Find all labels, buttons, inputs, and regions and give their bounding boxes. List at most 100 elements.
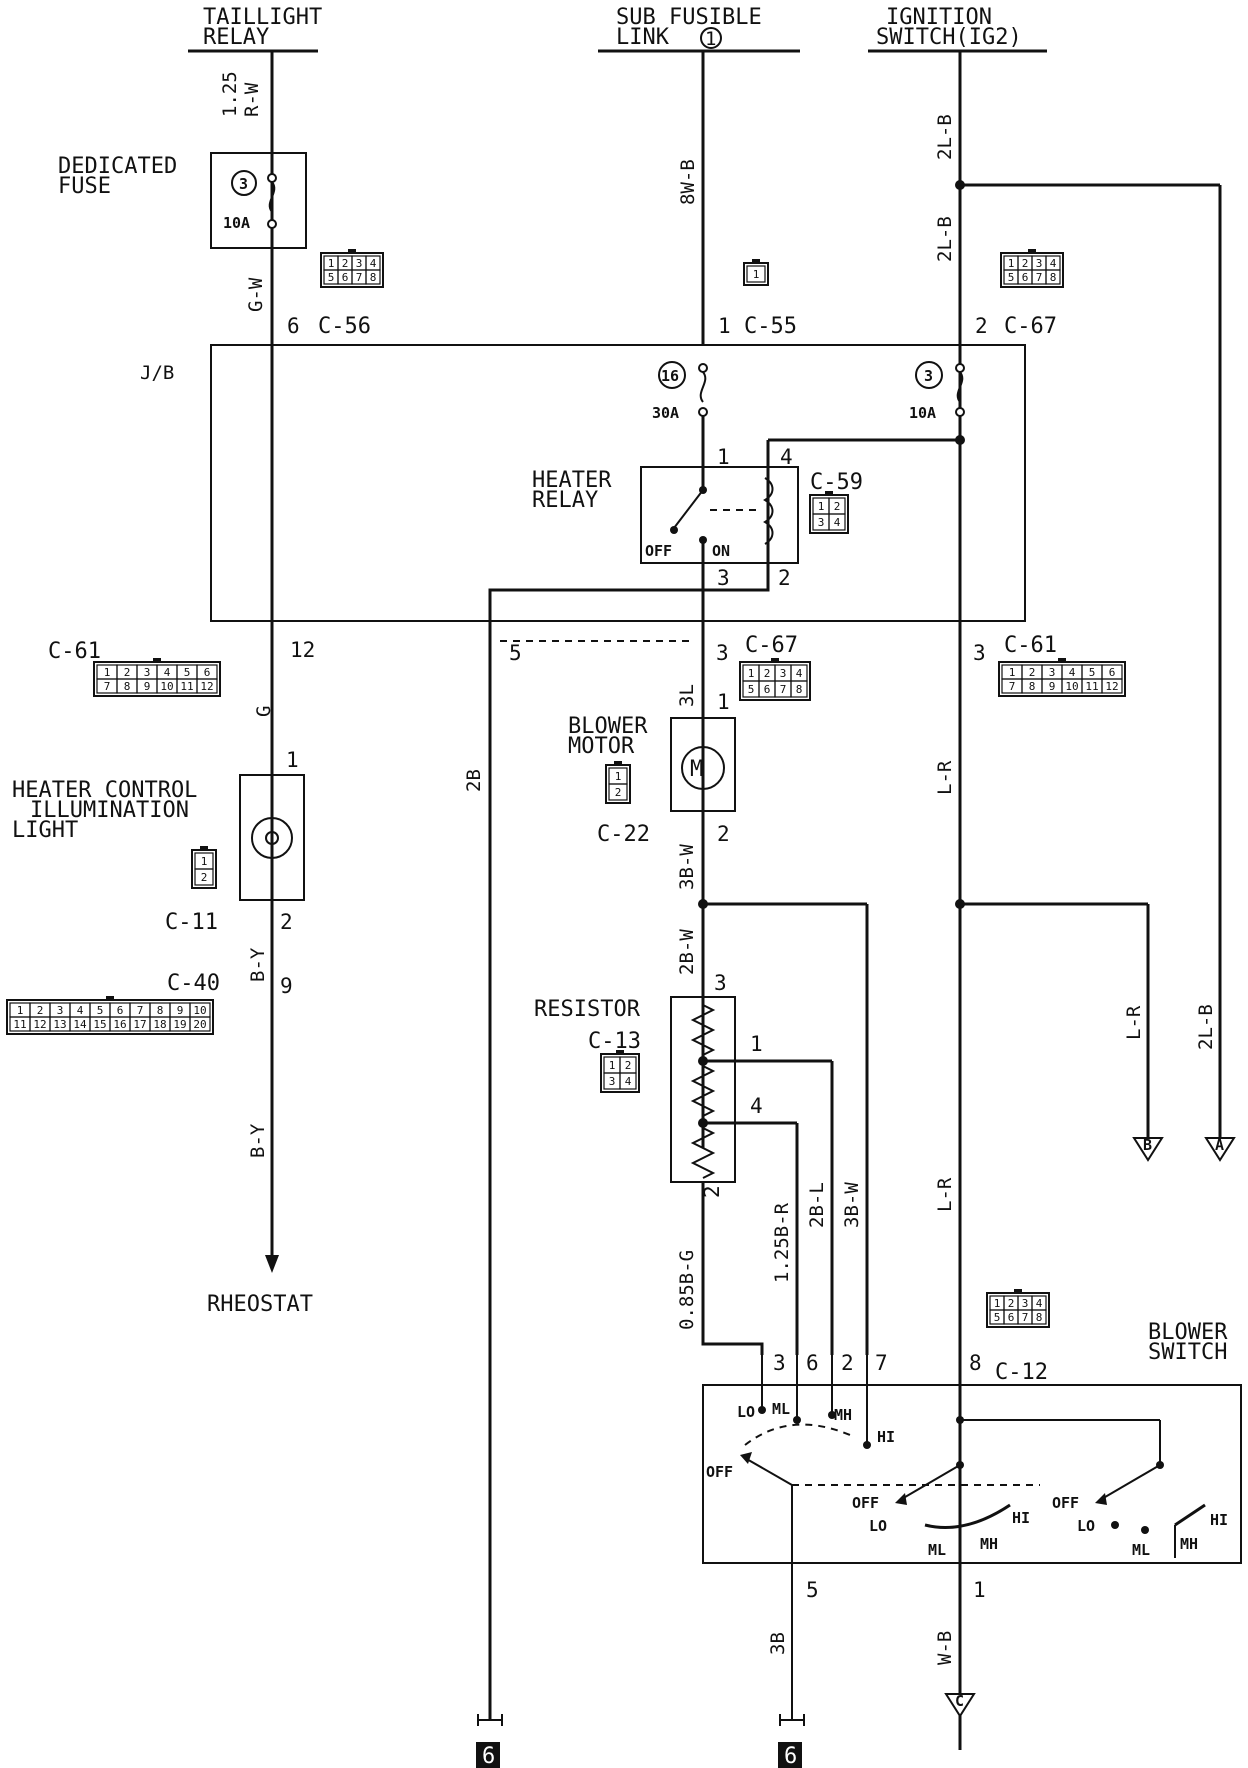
connector-pin-number: 4: [796, 667, 803, 680]
sub-fusible-link-label-2: LINK: [616, 25, 670, 50]
c67-mid-pin-3: 3: [716, 641, 729, 665]
connector-pin-number: 6: [342, 271, 349, 284]
connector-pin-number: 7: [780, 683, 787, 696]
connector-pin-number: 5: [328, 271, 335, 284]
connector-pin-number: 3: [818, 516, 825, 529]
connector-pin-number: 10: [193, 1004, 206, 1017]
connector-pin-number: 4: [77, 1004, 84, 1017]
connector-pin-number: 3: [780, 667, 787, 680]
connector-pin-number: 8: [1050, 271, 1057, 284]
connector-pin-number: 1: [201, 855, 208, 868]
switch-pin-3: 3: [773, 1351, 786, 1375]
wire-label-3b: 3B: [767, 1632, 789, 1655]
c12-label: C-12: [995, 1360, 1048, 1385]
connector-pin-number: 1: [818, 500, 825, 513]
connector-pin-number: 1: [1008, 257, 1015, 270]
connector-pin-number: 8: [157, 1004, 164, 1017]
connector-pin-number: 6: [1022, 271, 1029, 284]
connector-pin-number: 17: [133, 1018, 146, 1031]
connector-pin-number: 1: [748, 667, 755, 680]
c40-label: C-40: [167, 971, 220, 996]
s3-hi: HI: [1210, 1511, 1228, 1529]
connector-pin-number: 1: [17, 1004, 24, 1017]
resistor-pin-2: 2: [700, 1185, 724, 1198]
blower-motor-symbol: [681, 746, 725, 790]
connector-pin-number: 6: [1109, 666, 1116, 679]
switch-pin-8: 8: [969, 1351, 982, 1375]
connector-pin-number: 2: [37, 1004, 44, 1017]
wire-label-3b-w-1: 3B-W: [676, 844, 698, 890]
connector-pin-number: 4: [164, 666, 171, 679]
connector-pin-number: 1: [753, 268, 760, 281]
s1-hi: HI: [877, 1428, 895, 1446]
c13-label: C-13: [588, 1029, 641, 1054]
taillight-circuit: 1.25 R-W DEDICATED FUSE 3 10A G-W 6 C-56…: [12, 51, 371, 1317]
connector-pin-number: 5: [184, 666, 191, 679]
connector-pin-number: 6: [1008, 1311, 1015, 1324]
switch-pin-2: 2: [841, 1351, 854, 1375]
blower-motor-label-1: BLOWER: [568, 714, 648, 739]
connector-pin-number: 4: [370, 257, 377, 270]
motor-m-label: M: [690, 757, 703, 782]
c56-label: C-56: [318, 314, 371, 339]
connector-pin-number: 3: [1036, 257, 1043, 270]
blower-motor-box: [670, 717, 736, 812]
connector-pin-number: 12: [200, 680, 213, 693]
connector-pin-number: 7: [356, 271, 363, 284]
connector-pin-number: 2: [1022, 257, 1029, 270]
jb-fuse-3-amp: 10A: [909, 404, 936, 422]
wire-label-g-w: G-W: [245, 277, 267, 312]
motor-pin-2: 2: [717, 822, 730, 846]
relay-pin-4: 4: [780, 445, 793, 469]
illumination-light-box: [239, 774, 305, 901]
s1-ml: ML: [772, 1400, 790, 1418]
connector-pin-number: 7: [137, 1004, 144, 1017]
c67-top-pin-2: 2: [975, 314, 988, 338]
connector-pin-number: 12: [33, 1018, 46, 1031]
s2-lo: LO: [869, 1517, 887, 1535]
wire-label-l-r-2: L-R: [934, 1177, 956, 1212]
connector-pin-number: 5: [1008, 271, 1015, 284]
lamp-pin-2: 2: [280, 910, 293, 934]
c56-pin-6: 6: [287, 314, 300, 338]
relay-pin-2: 2: [778, 566, 791, 590]
s2-mh: MH: [980, 1535, 998, 1553]
c61-pin-5: 5: [509, 641, 522, 665]
connector-pin-number: 10: [1065, 680, 1078, 693]
connector-pin-number: 10: [160, 680, 173, 693]
connector-pin-number: 9: [1049, 680, 1056, 693]
s1-mh: MH: [834, 1406, 852, 1424]
dedicated-fuse-box: [210, 152, 307, 249]
c22-label: C-22: [597, 822, 650, 847]
switch-pin-7: 7: [875, 1351, 888, 1375]
connector-pin-number: 6: [204, 666, 211, 679]
ground-1: 6: [476, 1714, 503, 1768]
connector-pin-number: 2: [834, 500, 841, 513]
wire-label-8w-b: 8W-B: [677, 159, 699, 205]
taillight-relay-source: TAILLIGHT RELAY: [188, 5, 322, 53]
relay-pin-1: 1: [717, 445, 730, 469]
connector-pin-number: 8: [1036, 1311, 1043, 1324]
heater-control-label-1: HEATER CONTROL: [12, 778, 197, 803]
wire-label-1-25: 1.25: [219, 71, 241, 117]
switch-pin-6: 6: [806, 1351, 819, 1375]
sub-fusible-link-number: 1: [705, 28, 716, 50]
wire-label-b-y-2: B-Y: [247, 1123, 269, 1158]
connector-pin-number: 20: [193, 1018, 206, 1031]
wire-label-1-25b-r: 1.25B-R: [771, 1202, 793, 1283]
connector-pin-number: 11: [13, 1018, 26, 1031]
wire-label-2l-b-right: 2L-B: [1195, 1004, 1217, 1050]
switch-pin-5: 5: [806, 1578, 819, 1602]
wire-label-l-r-3: L-R: [1123, 1005, 1145, 1040]
connector-pin-number: 2: [764, 667, 771, 680]
jb-fuse-16-amp: 30A: [652, 404, 679, 422]
jb-fuse-16-number: 16: [661, 367, 679, 385]
ignition-switch-source: IGNITION SWITCH(IG2): [868, 5, 1047, 53]
illumination-lamp: [251, 817, 293, 859]
connector-pin-number: 3: [1049, 666, 1056, 679]
connector-pin-number: 2: [615, 786, 622, 799]
heater-relay-label-2: RELAY: [532, 488, 598, 513]
terminal-b: B: [1143, 1136, 1152, 1154]
